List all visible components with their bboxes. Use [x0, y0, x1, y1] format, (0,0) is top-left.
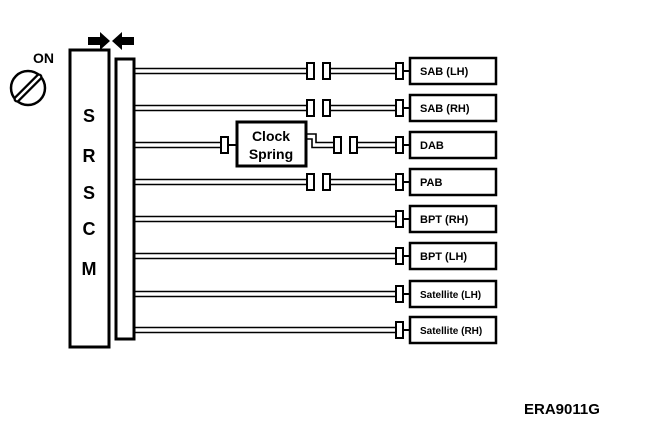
component-box: [408, 130, 498, 160]
connector-plug-icon: [306, 173, 315, 191]
component-label: BPT (LH): [420, 251, 467, 263]
connector-strip: [114, 57, 136, 341]
harness-row: PAB: [134, 167, 498, 197]
connector-plug-icon: [395, 99, 404, 117]
connector-plug-icon: [395, 62, 404, 80]
component-label: Satellite (LH): [420, 290, 481, 301]
figure-id: ERA9011G: [524, 401, 600, 418]
connector-plug-icon: [395, 285, 404, 303]
harness-row: SAB (RH): [134, 93, 498, 123]
connector-plug-icon: [395, 321, 404, 339]
connector-plug-icon: [395, 247, 404, 265]
harness-row: Satellite (LH): [134, 279, 498, 309]
component-box: [408, 241, 498, 271]
connector-plug-icon: [322, 173, 331, 191]
connector-plug-icon: [322, 62, 331, 80]
connector-plug-icon: [333, 136, 342, 154]
component-label: SAB (RH): [420, 103, 470, 115]
srscm-letter: S: [83, 183, 95, 203]
component-box: [408, 56, 498, 86]
harness-row: BPT (LH): [134, 241, 498, 271]
component-box: [408, 204, 498, 234]
component-box: [408, 167, 498, 197]
connector-plug-icon: [322, 99, 331, 117]
connector-plug-icon: [220, 136, 229, 154]
connector-plug-icon: [395, 173, 404, 191]
ignition-on-label: ON: [33, 50, 54, 66]
component-label: PAB: [420, 177, 442, 189]
harness-row: DAB: [134, 130, 498, 160]
harness-row: BPT (RH): [134, 204, 498, 234]
connector-plug-icon: [395, 136, 404, 154]
connector-plug-icon: [349, 136, 358, 154]
component-box: [408, 279, 498, 309]
component-box: [408, 93, 498, 123]
component-box: [408, 315, 498, 345]
srscm-letter: C: [83, 219, 96, 239]
component-label: Satellite (RH): [420, 326, 482, 337]
clock-spring-label-line2: Spring: [249, 146, 293, 162]
clock-spring-box: [235, 120, 308, 168]
connector-plug-icon: [306, 62, 315, 80]
clock-spring-label-line1: Clock: [252, 128, 290, 144]
srscm-letter: M: [82, 259, 97, 279]
harness-row: SAB (LH): [134, 56, 498, 86]
component-label: BPT (RH): [420, 214, 469, 226]
component-label: SAB (LH): [420, 66, 469, 78]
connector-plug-icon: [395, 210, 404, 228]
component-label: DAB: [420, 140, 444, 152]
connector-plug-icon: [306, 99, 315, 117]
harness-row: Satellite (RH): [134, 315, 498, 345]
srscm-letter: S: [83, 106, 95, 126]
ignition-switch-icon: [9, 69, 47, 107]
srscm-module: [68, 48, 111, 349]
srscm-letter: R: [83, 146, 96, 166]
connector-mate-arrows-icon: [88, 32, 134, 50]
